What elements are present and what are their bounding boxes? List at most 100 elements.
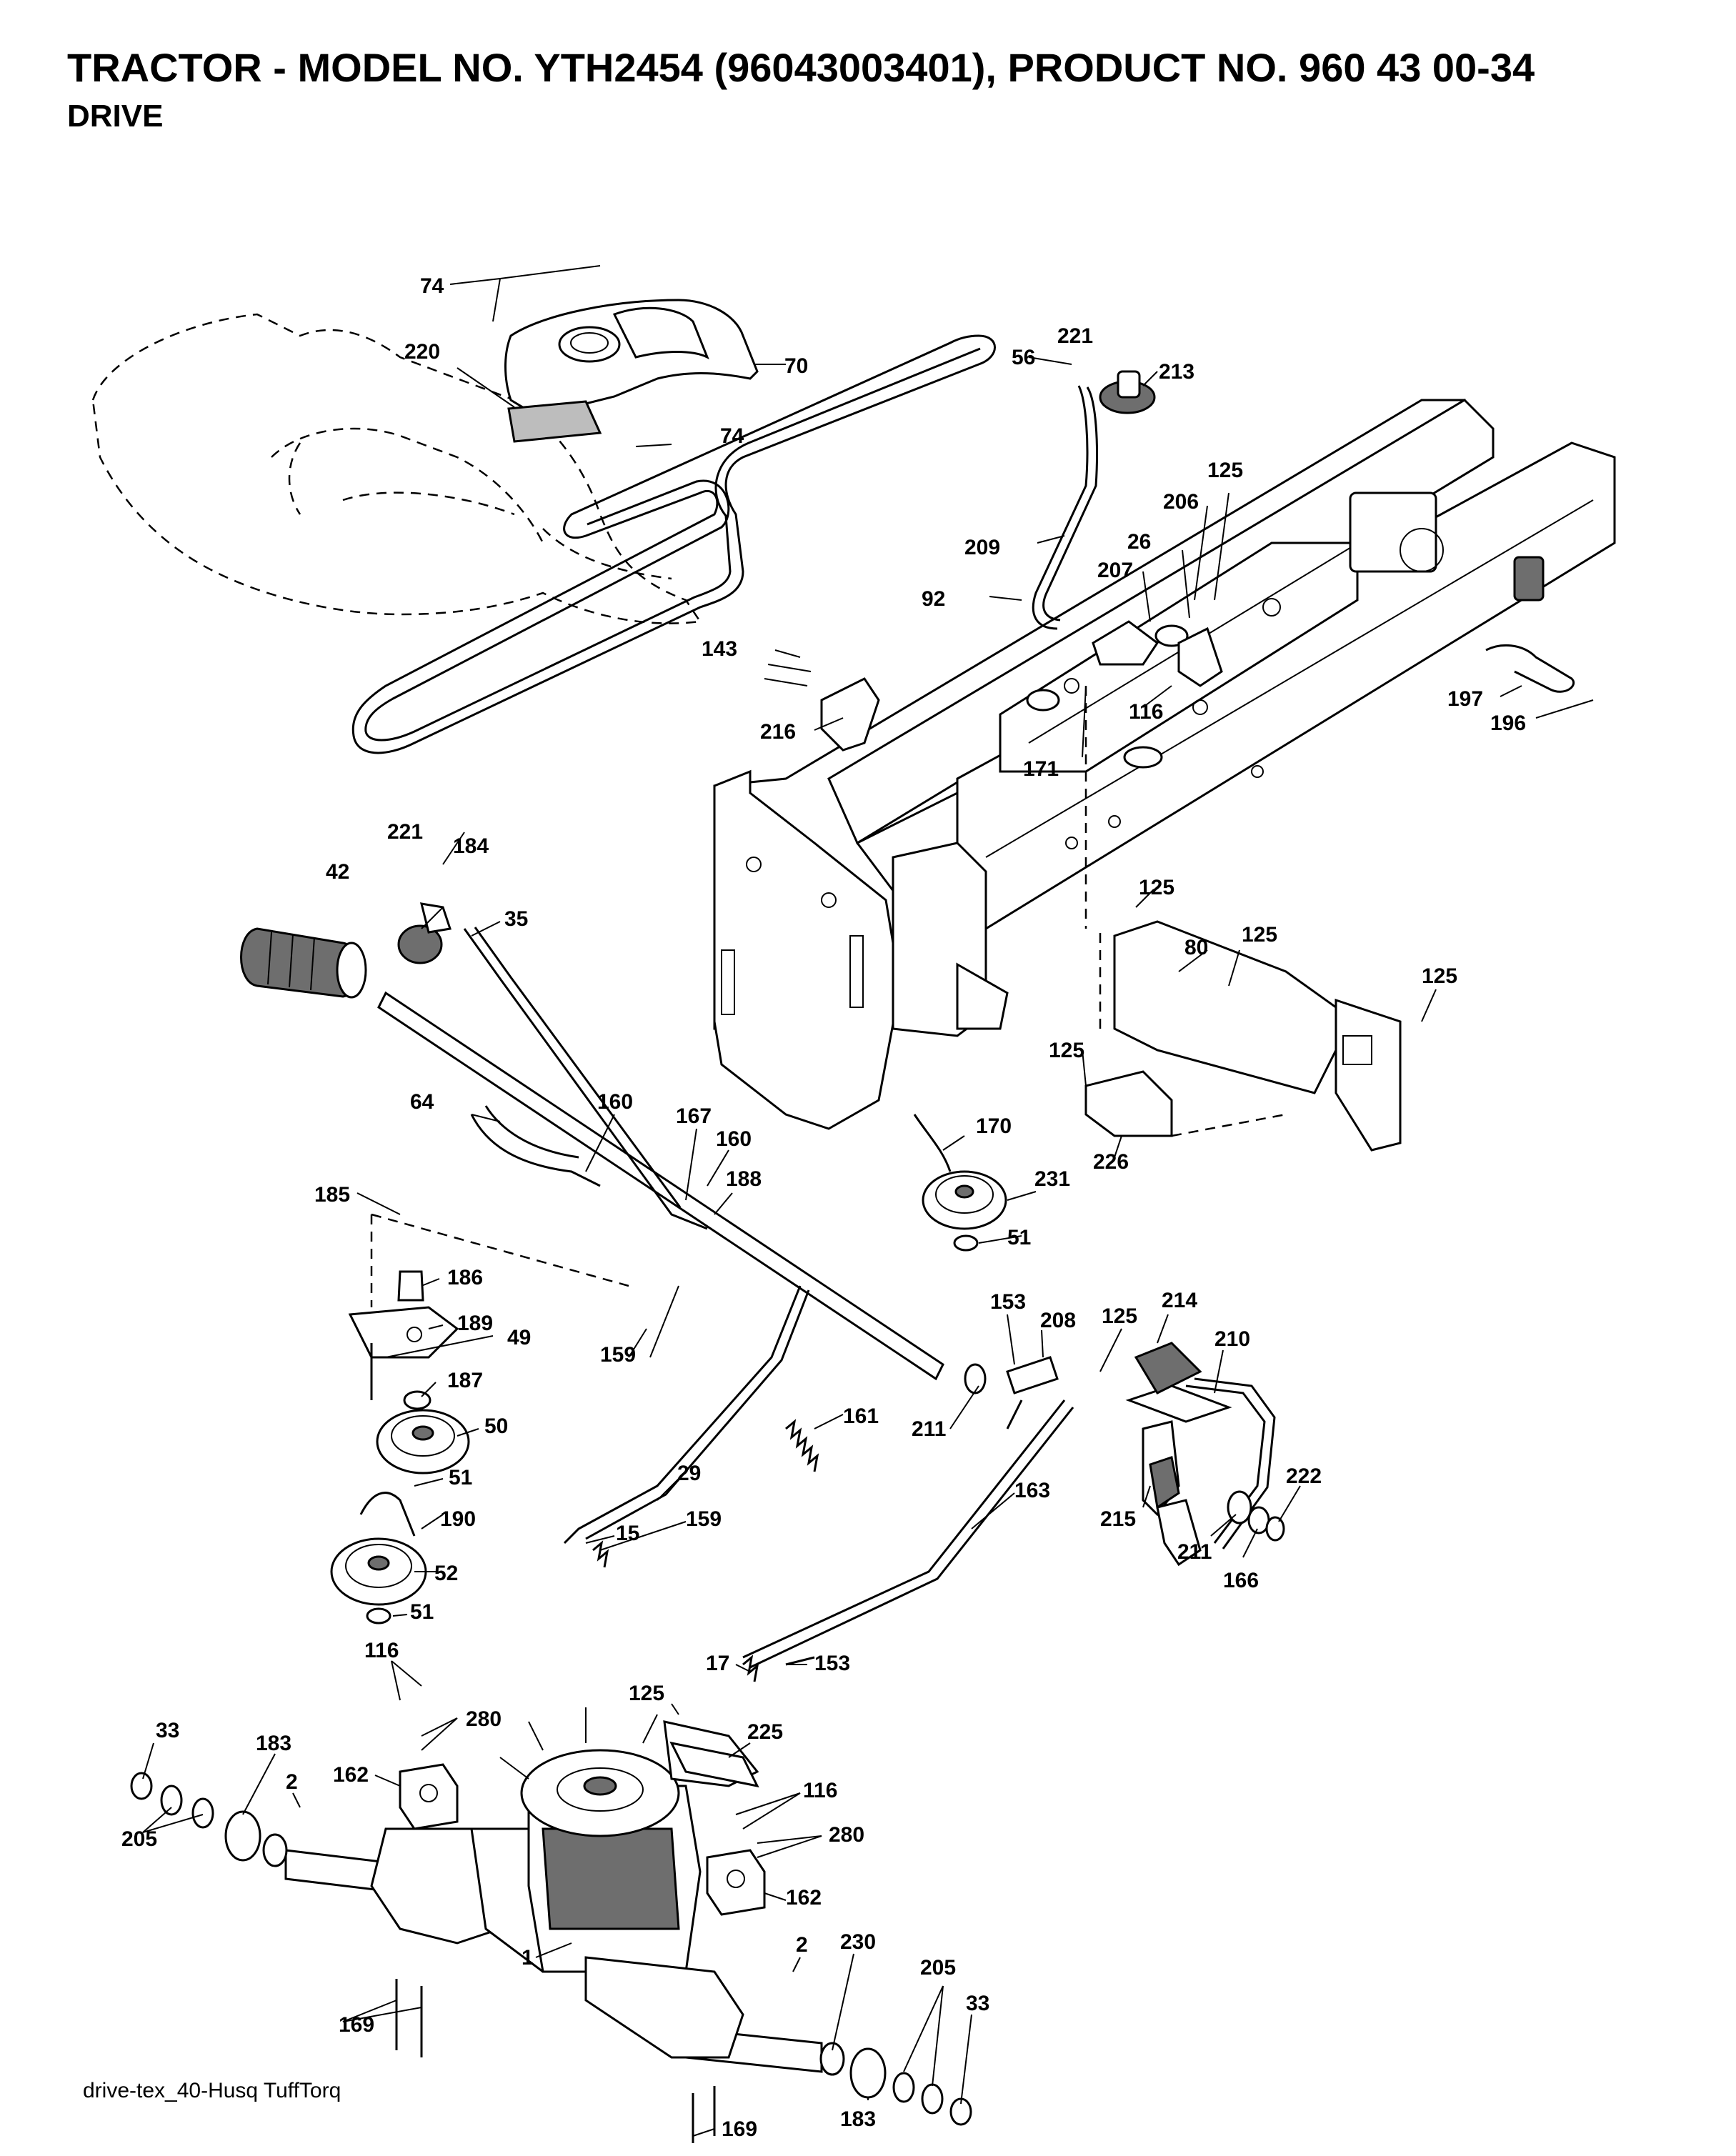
callout-label: 153 [814,1652,850,1675]
hub-bracket-part-162-left [399,1763,459,1830]
callout-label: 125 [1139,876,1174,899]
callout-label: 160 [597,1090,633,1114]
callout-label: 209 [964,536,1000,559]
callout-label: 125 [1102,1304,1137,1328]
callout-label: 70 [784,354,808,378]
callout-leader-lines [142,265,1594,2137]
callout-label: 166 [1223,1569,1259,1592]
bracket-part-216 [764,664,880,752]
callout-label: 190 [440,1507,476,1531]
callout-label: 216 [760,720,796,744]
callout-label: 213 [1159,360,1194,384]
callout-label: 92 [922,587,945,611]
drive-belt-part-56 [351,334,996,754]
callout-label: 80 [1184,936,1208,959]
callout-labels: 74 74 220 70 56 221 213 125 206 26 207 2… [121,274,1526,2141]
callout-label: 161 [843,1404,879,1428]
callout-label: 51 [1007,1226,1031,1249]
callout-label: 225 [747,1720,783,1744]
callout-label: 280 [829,1823,864,1847]
callout-label: 211 [912,1417,946,1441]
callout-label: 51 [449,1466,472,1489]
callout-label: 125 [1242,923,1277,947]
callout-label: 42 [326,860,349,884]
callout-label: 187 [447,1369,483,1392]
callout-label: 26 [1127,530,1151,554]
callout-label: 116 [1129,700,1163,724]
pedal-cover-part-70 [504,299,759,443]
callout-label: 74 [420,274,444,298]
callout-label: 215 [1100,1507,1136,1531]
callout-label: 189 [457,1312,493,1335]
callout-label: 221 [387,820,423,844]
callout-label: 116 [364,1639,399,1662]
callout-label: 206 [1163,490,1199,514]
callout-label: 2 [796,1933,808,1957]
callout-label: 220 [404,340,440,364]
callout-label: 207 [1097,559,1133,582]
callout-label: 230 [840,1930,876,1954]
callout-label: 169 [339,2013,374,2037]
shift-lever-part-209 [1032,370,1575,929]
idler-arm-part-189 [348,1213,629,1537]
pedal-assembly [964,1342,1285,1567]
main-frame-assembly [713,399,1616,1130]
callout-label: 214 [1162,1289,1197,1312]
callout-label: 226 [1093,1150,1129,1174]
bolts-part-169 [395,1979,716,2143]
callout-label: 280 [466,1707,502,1731]
callout-label: 29 [677,1462,701,1485]
callout-label: 196 [1490,712,1526,735]
callout-label: 125 [1207,459,1243,482]
callout-label: 171 [1023,757,1059,781]
callout-label: 52 [434,1562,458,1585]
page-subtitle: DRIVE [67,99,164,134]
callout-label: 50 [484,1414,508,1438]
callout-label: 222 [1286,1464,1322,1488]
pulley-part-50 [376,1409,470,1474]
front-plate-part-80 [1084,920,1402,1152]
callout-label: 205 [121,1827,157,1851]
callout-label: 210 [1214,1327,1250,1351]
callout-label: 185 [314,1183,350,1207]
transaxle-part-1 [284,1707,823,2073]
callout-label: 231 [1034,1167,1070,1191]
axle-washers [130,1772,972,2126]
callout-label: 143 [702,637,737,661]
callout-label: 188 [726,1167,762,1191]
callout-label: 33 [966,1992,989,2015]
callout-label: 205 [920,1956,956,1980]
handle-grip-part-42 [240,902,452,999]
callout-label: 169 [722,2117,757,2141]
callout-label: 2 [286,1770,298,1794]
callout-label: 125 [1422,964,1457,988]
control-rods [377,927,1074,1669]
callout-label: 183 [256,1732,291,1755]
hub-bracket-part-162-right [706,1849,766,1916]
callout-label: 162 [786,1886,822,1910]
callout-label: 163 [1014,1479,1050,1502]
springs [592,1419,819,1682]
callout-label: 221 [1057,324,1093,348]
callout-label: 184 [453,834,489,858]
callout-label: 56 [1012,346,1035,369]
bracket-part-225 [669,1741,759,1788]
callout-label: 49 [507,1326,531,1349]
callout-label: 1 [522,1946,534,1970]
callout-label: 51 [410,1600,434,1624]
callout-label: 35 [504,907,528,931]
callout-label: 116 [803,1779,837,1802]
pulley-part-231 [913,1114,1007,1252]
callout-label: 64 [410,1090,434,1114]
callout-label: 197 [1447,687,1483,711]
callout-label: 183 [840,2107,876,2131]
callout-label: 159 [600,1343,636,1367]
callout-label: 186 [447,1266,483,1289]
seat-fender-outline [91,313,702,624]
page-title: TRACTOR - MODEL NO. YTH2454 (96043003401… [67,45,1535,90]
callout-label: 17 [706,1652,729,1675]
callout-label: 74 [720,424,744,448]
pulley-part-52 [330,1537,427,1625]
callout-label: 33 [156,1719,179,1742]
